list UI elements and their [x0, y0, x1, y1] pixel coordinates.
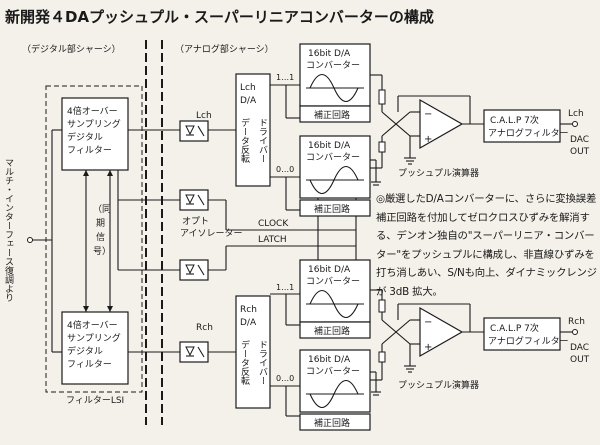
- svg-text:コンバーター: コンバーター: [306, 366, 360, 377]
- bit0-label-rch: 0…0: [276, 374, 294, 383]
- svg-text:補正回路: 補正回路: [314, 325, 350, 337]
- filter-lsi-boundary: [45, 85, 143, 393]
- svg-text:ドライバー: ドライバー: [257, 340, 268, 385]
- description-note: ◎厳選したD/Aコンバーターに、さらに変換誤差補正回路を付加してゼロクロスひずみ…: [376, 193, 597, 298]
- out-label-rch: Rch DAC OUT: [568, 317, 590, 365]
- svg-text:アナログフィルター: アナログフィルター: [488, 127, 569, 139]
- svg-text:アナログフィルター: アナログフィルター: [488, 335, 569, 347]
- input-terminal: [27, 237, 33, 243]
- svg-text:コンバーター: コンバーター: [306, 276, 360, 287]
- dac-rch-lower: 16bit D/A コンバーター: [299, 349, 371, 413]
- dac-lch-lower: 16bit D/A コンバーター: [299, 135, 371, 199]
- correction-rch-lower: [299, 413, 371, 431]
- out-terminal-lch: [572, 121, 578, 127]
- correction-rch-upper: [299, 321, 371, 339]
- svg-text:デジタル: デジタル: [67, 131, 103, 143]
- bit1-label-rch: 1…1: [276, 283, 294, 292]
- opto-isolator-clock: オプト アイソレーター: [179, 189, 243, 239]
- svg-text:16bit D/A: 16bit D/A: [308, 355, 351, 365]
- svg-text:Lch: Lch: [196, 111, 212, 121]
- svg-text:プッシュプル演算器: プッシュプル演算器: [398, 379, 479, 391]
- svg-text:プッシュプル演算器: プッシュプル演算器: [398, 167, 479, 179]
- svg-text:−: −: [424, 317, 432, 328]
- rch-data-invert-driver: [235, 295, 271, 409]
- bit0-label-lch: 0…0: [276, 165, 294, 174]
- out-terminal-rch: [572, 329, 578, 335]
- svg-text:号）: 号）: [93, 246, 111, 257]
- svg-text:オプト: オプト: [182, 216, 209, 227]
- lch-data-invert-driver: [235, 73, 271, 187]
- svg-text:信: 信: [96, 231, 105, 243]
- opto-isolator-latch: [179, 259, 209, 281]
- svg-text:4倍オーバー: 4倍オーバー: [67, 105, 118, 117]
- svg-text:アイソレーター: アイソレーター: [180, 228, 243, 239]
- opto-isolator-rch: Rch: [179, 323, 213, 363]
- svg-text:Lch: Lch: [240, 83, 256, 93]
- out-label-lch: Lch DAC OUT: [568, 109, 590, 157]
- correction-lch-lower: [299, 199, 371, 217]
- svg-text:DAC: DAC: [570, 343, 589, 353]
- svg-text:データ反転: データ反転: [239, 117, 250, 164]
- dac-lch-upper: 16bit D/A コンバーター: [299, 43, 371, 107]
- latch-label: LATCH: [258, 235, 287, 245]
- svg-text:コンバーター: コンバーター: [306, 60, 360, 71]
- opto-isolator-lch: Lch: [179, 111, 212, 142]
- digital-filter-upper: [61, 97, 129, 171]
- correction-lch-upper: [299, 105, 371, 123]
- svg-text:4倍オーバー: 4倍オーバー: [67, 319, 118, 331]
- svg-text:フィルター: フィルター: [67, 145, 112, 156]
- svg-text:ドライバー: ドライバー: [257, 118, 268, 163]
- svg-text:Rch: Rch: [568, 317, 585, 327]
- svg-text:+: +: [424, 134, 432, 145]
- svg-text:補正回路: 補正回路: [314, 203, 350, 215]
- svg-text:補正回路: 補正回路: [314, 417, 350, 429]
- digital-filter-lower: [61, 311, 129, 385]
- analog-chassis-label: （アナログ部シャーシ）: [175, 43, 274, 55]
- clock-label: CLOCK: [258, 219, 289, 229]
- svg-text:フィルター: フィルター: [67, 359, 112, 370]
- svg-text:C.A.L.P 7次: C.A.L.P 7次: [490, 114, 539, 126]
- svg-text:DAC: DAC: [570, 135, 589, 145]
- svg-text:Lch: Lch: [568, 109, 584, 119]
- svg-text:サンプリング: サンプリング: [67, 332, 121, 344]
- svg-text:16bit D/A: 16bit D/A: [308, 49, 351, 59]
- svg-text:D/A: D/A: [240, 318, 257, 328]
- svg-text:Rch: Rch: [196, 323, 213, 333]
- svg-text:データ反転: データ反転: [239, 339, 250, 386]
- digital-chassis-label: （デジタル部シャーシ）: [22, 43, 121, 55]
- calp-filter-lch: [483, 109, 561, 143]
- svg-text:マルチ・インターフェース復調より: マルチ・インターフェース復調より: [3, 158, 14, 302]
- svg-text:Rch: Rch: [240, 305, 257, 315]
- svg-text:D/A: D/A: [240, 96, 257, 106]
- calp-filter-rch: [483, 317, 561, 351]
- svg-text:デジタル: デジタル: [67, 345, 103, 357]
- svg-text:OUT: OUT: [570, 355, 590, 365]
- filter-lsi-label: フィルターLSI: [66, 395, 124, 406]
- svg-text:サンプリング: サンプリング: [67, 118, 121, 130]
- svg-text:C.A.L.P 7次: C.A.L.P 7次: [490, 322, 539, 334]
- svg-text:補正回路: 補正回路: [314, 109, 350, 121]
- svg-text:+: +: [424, 342, 432, 353]
- push-pull-op-lch: − + プッシュプル演算器: [370, 74, 484, 179]
- input-label: マルチ・インターフェース復調より: [3, 158, 14, 302]
- svg-text:16bit D/A: 16bit D/A: [308, 265, 351, 275]
- diagram-title: 新開発４DAプッシュプル・スーパーリニアコンバーターの構成: [5, 8, 434, 26]
- dac-rch-upper: 16bit D/A コンバーター: [299, 259, 371, 323]
- svg-text:期: 期: [96, 218, 105, 229]
- bit1-label-lch: 1…1: [276, 73, 294, 82]
- sync-signal-label: （同 期 信 号）: [93, 204, 111, 257]
- svg-text:コンバーター: コンバーター: [306, 152, 360, 163]
- push-pull-op-rch: − + プッシュプル演算器: [370, 289, 484, 391]
- svg-text:（同: （同: [93, 204, 111, 215]
- svg-text:OUT: OUT: [570, 147, 590, 157]
- svg-text:−: −: [424, 109, 432, 120]
- svg-text:16bit D/A: 16bit D/A: [308, 141, 351, 151]
